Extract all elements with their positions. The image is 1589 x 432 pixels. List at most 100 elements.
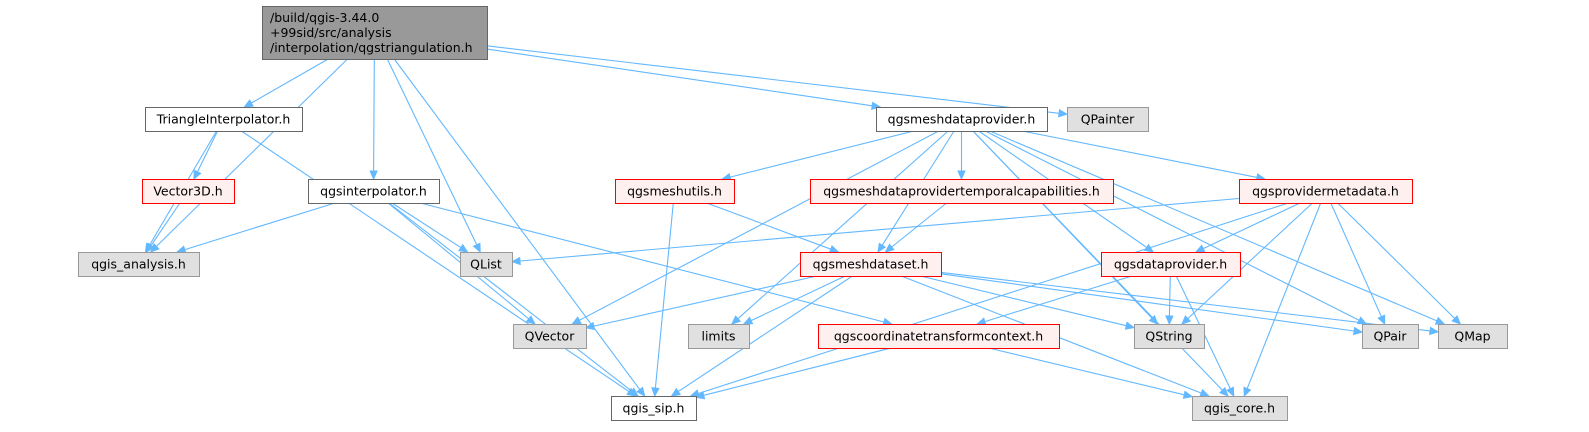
node-limits[interactable]: limits [688,324,750,349]
edge-qgsmeshdataset-to-qstring [920,275,1127,327]
node-box-qgsdataprovider[interactable] [1101,252,1241,277]
arrowhead-qgsinterpolator-to-qgis_analysis [175,245,187,254]
node-box-limits[interactable] [688,324,750,349]
arrowhead-vector3d-to-qgis_analysis [145,242,155,254]
edge-qgsmeshdataprovider-to-qgsmeshutils [729,130,914,178]
node-label-qstring: QString [1145,329,1192,344]
node-label-qgsdataprovider: qgsdataprovider.h [1114,257,1227,272]
node-qgis_sip[interactable]: qgis_sip.h [611,396,697,421]
dependency-edges [144,45,1462,400]
arrowhead-qgsmeshutils-to-qgsmeshdataset [828,245,840,254]
arrowhead-qgsinterpolator-to-qvector [525,315,536,325]
arrowhead-root-to-qgsmeshdataprovider [870,101,882,110]
header-nodes: /build/qgis-3.44.0+99sid/src/analysis/in… [78,6,1508,421]
node-label-qgsprovidermetadata: qgsprovidermetadata.h [1252,184,1399,199]
arrowhead-qgsprovidermetadata-to-qstring [1181,315,1192,325]
edge-qgscoordinatetransformcontext-to-qgis_sip [703,347,892,396]
node-qgsmeshdataprovidertemporal[interactable]: qgsmeshdataprovidertemporalcapabilities.… [810,179,1114,204]
edge-root-to-qpainter [486,45,1060,114]
node-box-qgsmeshdataset[interactable] [800,252,942,277]
edge-qgsinterpolator-to-qgis_sip [388,202,633,392]
edge-qgsmeshutils-to-qgsmeshdataset [706,202,831,250]
node-qlist[interactable]: QList [460,252,513,277]
node-label-root-line-2: +99sid/src/analysis [270,25,392,40]
node-box-qmap[interactable] [1438,324,1508,349]
edge-root-to-triangleinterpolator [251,58,329,104]
arrowhead-qgsprovidermetadata-to-qgis_core [1243,386,1252,398]
edge-qgsmeshdataprovidertemporal-to-qgsmeshdataset [891,202,947,248]
edge-qgsmeshdataprovider-to-limits [737,130,949,320]
node-qgsmeshutils[interactable]: qgsmeshutils.h [615,179,735,204]
edge-root-to-qgis_analysis [156,58,348,247]
node-qpair[interactable]: QPair [1362,324,1419,349]
node-triangleinterpolator[interactable]: TriangleInterpolator.h [145,107,303,132]
node-box-vector3d[interactable] [142,179,235,204]
node-box-qgscoordinatetransformcontext[interactable] [818,324,1060,349]
node-box-qgsmeshdataprovidertemporal[interactable] [810,179,1114,204]
edge-qgscoordinatetransformcontext-to-qgis_core [988,347,1185,396]
node-box-qgsinterpolator[interactable] [308,179,440,204]
edge-qgsinterpolator-to-qlist [391,202,462,249]
edge-qgsprovidermetadata-to-qpair [1330,202,1382,317]
arrowhead-qgsprovidermetadata-to-qgsdataprovider [1194,244,1206,253]
node-qgis_core[interactable]: qgis_core.h [1192,396,1288,421]
node-qgsprovidermetadata[interactable]: qgsprovidermetadata.h [1239,179,1413,204]
arrowhead-qgsdataprovider-to-qstring [1165,315,1174,326]
edge-qgsprovidermetadata-to-qgsdataprovider [1202,202,1301,250]
edge-qgsinterpolator-to-qgis_analysis [184,202,336,251]
arrowhead-qgscoordinatetransformcontext-to-qgis_core [1182,390,1194,399]
node-label-qmap: QMap [1454,329,1490,344]
node-qvector[interactable]: QVector [513,324,587,349]
arrowhead-qgsdataprovider-to-qgscoordinatetransformcontext [976,317,987,326]
edge-qgsmeshdataprovider-to-qgsprovidermetadata [1022,130,1258,178]
node-qgsdataprovider[interactable]: qgsdataprovider.h [1101,252,1241,277]
node-box-qgsmeshutils[interactable] [615,179,735,204]
arrowhead-qgsprovidermetadata-to-qpair [1377,314,1386,326]
arrowhead-qgsmeshdataset-to-qvector [584,321,596,331]
node-qgsmeshdataprovider[interactable]: qgsmeshdataprovider.h [876,107,1048,132]
edge-root-to-qgis_sip [393,58,641,390]
node-root[interactable]: /build/qgis-3.44.0+99sid/src/analysis/in… [262,6,488,60]
node-label-triangleinterpolator: TriangleInterpolator.h [156,112,291,127]
arrowhead-qgsinterpolator-to-qgis_sip [628,387,639,397]
edge-qgsprovidermetadata-to-qlist [519,197,1240,262]
edge-qgsmeshdataprovider-to-qpair [984,130,1360,321]
node-qgscoordinatetransformcontext[interactable]: qgscoordinatetransformcontext.h [818,324,1060,349]
node-qpainter[interactable]: QPainter [1067,107,1149,132]
edge-triangleinterpolator-to-vector3d [197,130,219,173]
node-box-qgis_sip[interactable] [611,396,697,421]
node-qgsinterpolator[interactable]: qgsinterpolator.h [308,179,440,204]
node-box-qgis_analysis[interactable] [78,252,200,277]
node-box-qpainter[interactable] [1067,107,1149,132]
node-box-triangleinterpolator[interactable] [145,107,303,132]
node-label-qgis_sip: qgis_sip.h [623,401,685,416]
edge-qgsdataprovider-to-qstring [1168,275,1171,317]
node-label-vector3d: Vector3D.h [153,184,222,199]
node-box-qlist[interactable] [460,252,513,277]
node-box-qvector[interactable] [513,324,587,349]
edge-qgsmeshdataset-to-limits [750,275,846,322]
node-label-qgis_core: qgis_core.h [1204,401,1275,416]
edge-qgsmeshdataset-to-qvector [593,275,818,327]
node-vector3d[interactable]: Vector3D.h [142,179,235,204]
node-box-root[interactable] [262,6,488,60]
arrowhead-root-to-qlist [472,242,481,254]
node-qgsmeshdataset[interactable]: qgsmeshdataset.h [800,252,942,277]
node-box-qgis_core[interactable] [1192,396,1288,421]
edge-qgsprovidermetadata-to-qstring [1187,202,1313,320]
node-label-qgsmeshdataprovidertemporal: qgsmeshdataprovidertemporalcapabilities.… [823,184,1100,199]
edge-qgsprovidermetadata-to-qgis_sip [698,202,1289,395]
node-box-qgsprovidermetadata[interactable] [1239,179,1413,204]
node-qmap[interactable]: QMap [1438,324,1508,349]
edge-qgsinterpolator-to-qgscoordinatetransformcontext [420,202,885,323]
node-qgis_analysis[interactable]: qgis_analysis.h [78,252,200,277]
arrowhead-qgsmeshdataprovider-to-qgsmeshdataset [877,242,887,254]
node-qstring[interactable]: QString [1134,324,1205,349]
node-box-qgsmeshdataprovider[interactable] [876,107,1048,132]
node-box-qpair[interactable] [1362,324,1419,349]
node-box-qstring[interactable] [1134,324,1205,349]
node-label-qgsmeshutils: qgsmeshutils.h [627,184,722,199]
arrowhead-qgsmeshdataprovider-to-limits [730,315,742,325]
arrowhead-qgsinterpolator-to-qlist [458,243,469,253]
